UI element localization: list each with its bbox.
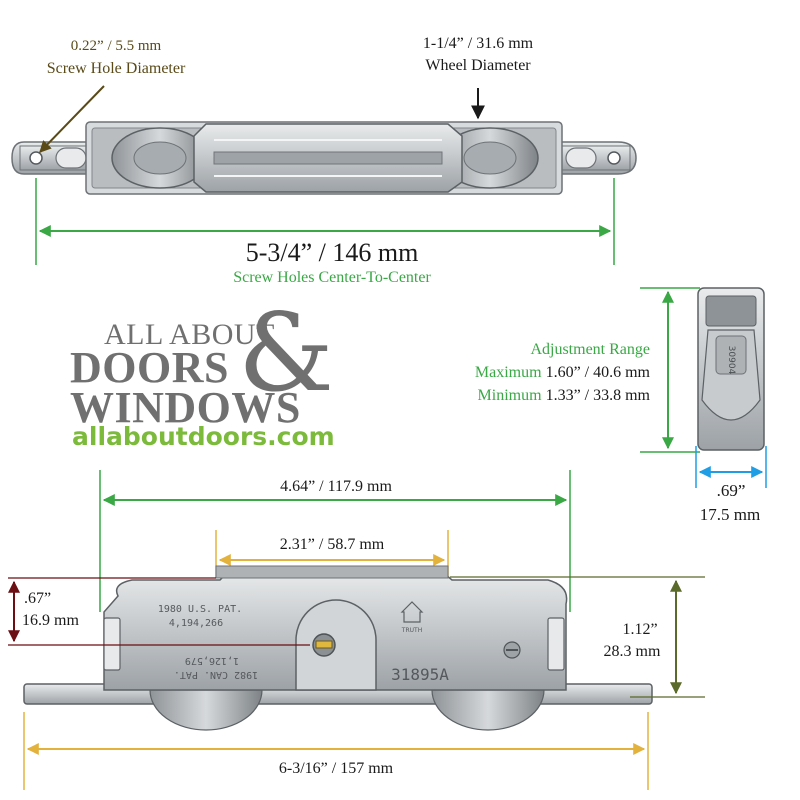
height-1-12-dimension (450, 576, 705, 698)
adjustment-maximum-label: Maximum (474, 364, 542, 381)
wheel-diameter-value: 1-1/4” / 31.6 mm (422, 35, 534, 52)
height-1-12-millimeters: 28.3 mm (603, 643, 661, 660)
width-inches: .69” (716, 481, 746, 500)
stamp-brand-mark: TRUTH (401, 627, 422, 634)
dimension-4-64 (99, 470, 571, 612)
adjustment-maximum: Maximum 1.60” / 40.6 mm (475, 364, 650, 382)
stamp-can-patent: 1982 CAN. PAT. (174, 669, 258, 680)
wheel-diameter-caption: Wheel Diameter (425, 57, 531, 74)
front-view-roller (23, 565, 653, 731)
stamp-us-patent: 1980 U.S. PAT. (158, 604, 242, 615)
screw-hole-leader (39, 85, 105, 153)
brand-url: allaboutdoors.com (72, 422, 335, 451)
adjustment-range-dimension (640, 287, 700, 453)
brand-line-doors: DOORS (70, 343, 229, 392)
screw-hole-caption: Screw Hole Diameter (46, 60, 186, 77)
center-distance-caption: Screw Holes Center-To-Center (233, 269, 431, 286)
brand-line-all-about: ALL ABOUT (104, 318, 275, 351)
dimension-6-3-16 (23, 712, 649, 790)
side-view-roller (697, 287, 765, 451)
height-0-67-dimension (8, 577, 310, 646)
stamp-can-patent-number: 1,126,579 (185, 655, 239, 666)
adjustment-minimum-label: Minimum (477, 387, 542, 404)
adjustment-minimum-value: 1.33” / 33.8 mm (545, 387, 650, 404)
center-to-center-dimension (35, 178, 615, 265)
stamp-part-number: 31895A (391, 665, 449, 684)
height-1-12-inches: 1.12” (622, 621, 658, 638)
adjustment-range-title: Adjustment Range (530, 341, 650, 358)
brand-ampersand: & (238, 291, 335, 416)
height-0-67-millimeters: 16.9 mm (22, 612, 79, 629)
span-6-3-16-value: 6-3/16” / 157 mm (278, 760, 394, 777)
span-2-31-value: 2.31” / 58.7 mm (279, 536, 385, 553)
height-0-67-inches: .67” (24, 590, 52, 607)
screw-hole-value: 0.22” / 5.5 mm (70, 38, 162, 54)
span-4-64-value: 4.64” / 117.9 mm (280, 478, 392, 495)
adjustment-maximum-value: 1.60” / 40.6 mm (545, 364, 650, 381)
width-dimension (695, 446, 767, 488)
top-view-roller (11, 121, 637, 195)
side-part-number: 30904 (726, 346, 736, 375)
width-millimeters: 17.5 mm (699, 505, 761, 524)
center-distance-value: 5-3/4” / 146 mm (245, 238, 419, 267)
stamp-us-patent-number: 4,194,266 (169, 618, 223, 629)
adjustment-minimum: Minimum 1.33” / 33.8 mm (478, 387, 650, 405)
brand-line-windows: WINDOWS (70, 383, 301, 432)
